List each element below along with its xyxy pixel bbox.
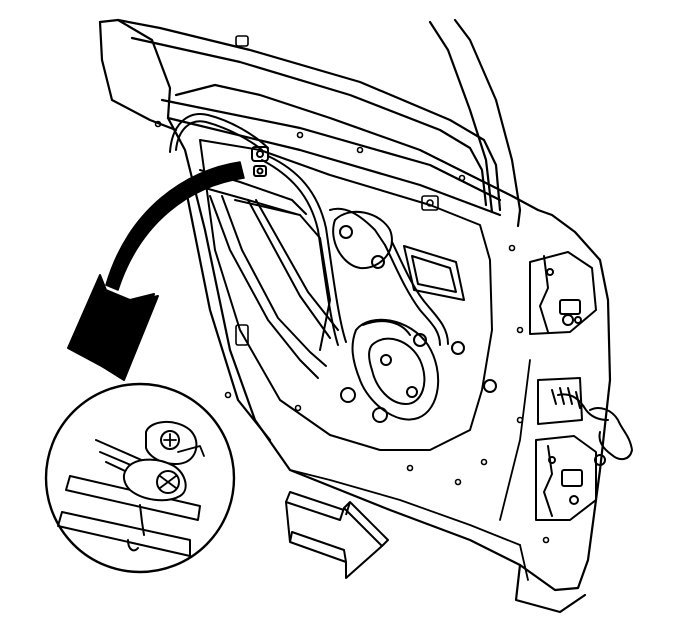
regulator-pivot: [251, 146, 269, 177]
panel-fasteners: [154, 35, 550, 544]
direction-arrow: [285, 491, 389, 579]
door-shell: [98, 18, 612, 614]
detail-callout: [44, 382, 236, 574]
inner-panel: [199, 139, 493, 451]
window-frame: [116, 18, 522, 228]
regulator-motor: [332, 210, 497, 423]
upper-hinge: [529, 251, 597, 335]
lower-door-trim: [289, 359, 531, 581]
wiring-harness: [169, 113, 449, 346]
door-check: [537, 377, 633, 466]
removal-arrow: [67, 161, 245, 381]
lower-hinge: [535, 435, 597, 521]
